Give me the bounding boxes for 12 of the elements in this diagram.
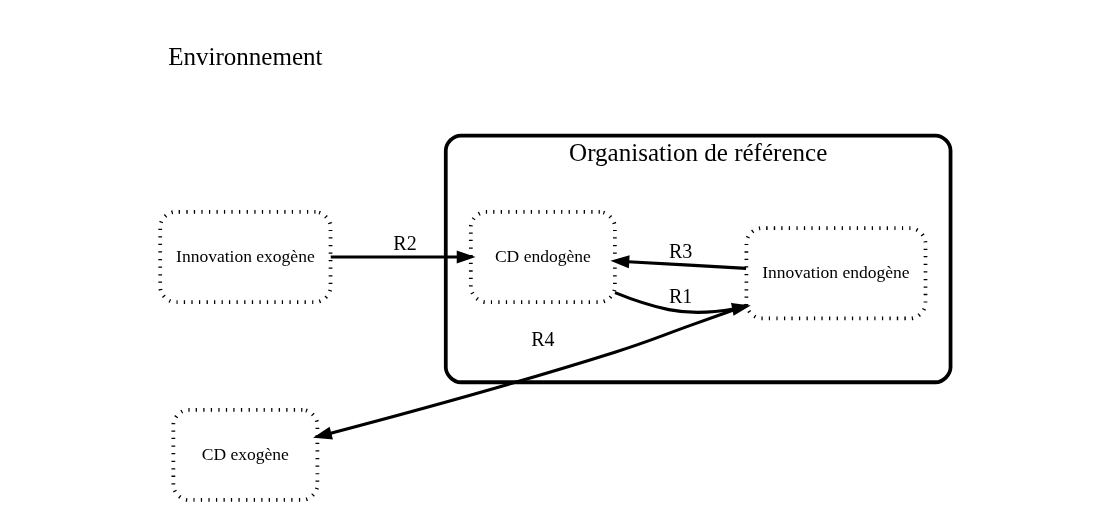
node-box: CD exogène (171, 407, 320, 502)
arrow (330, 249, 476, 264)
node-box: Innovation endogène (744, 225, 928, 320)
edge-label: R1 (668, 284, 693, 307)
edge-label: R2 (393, 231, 417, 254)
edge-label: R3 (668, 239, 693, 262)
edge-label: R4 (531, 327, 555, 350)
arrow (610, 254, 747, 270)
node-box: Innovation exogène (158, 209, 333, 304)
arrow (313, 303, 747, 439)
label: Environnement (168, 42, 323, 70)
node-box: CD endogène (468, 209, 617, 304)
